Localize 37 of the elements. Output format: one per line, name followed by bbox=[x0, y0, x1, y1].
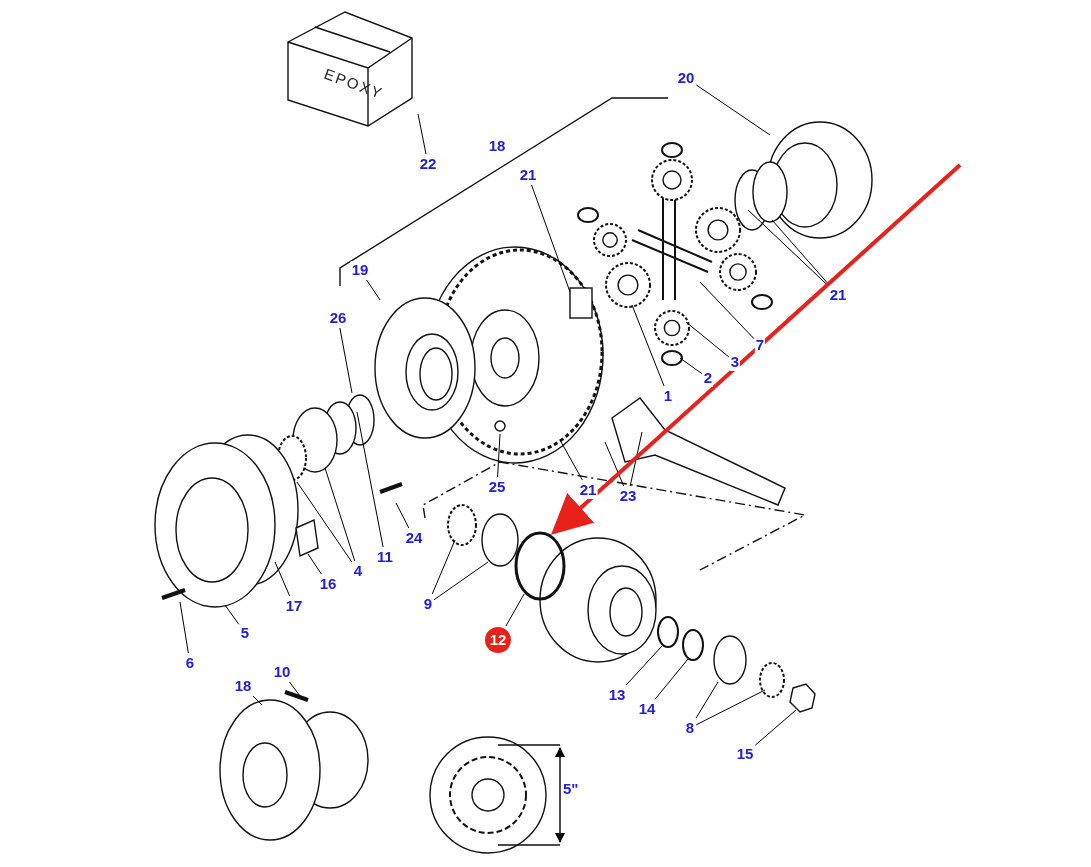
leader-line bbox=[531, 184, 571, 293]
leader-line bbox=[356, 411, 384, 548]
leader-line bbox=[274, 561, 291, 597]
leader-line bbox=[754, 709, 797, 746]
leader-line bbox=[604, 441, 625, 487]
leader-line bbox=[625, 645, 663, 686]
leader-line bbox=[307, 553, 322, 575]
leader-line bbox=[339, 327, 353, 394]
leader-line bbox=[224, 604, 240, 625]
leader-line bbox=[747, 209, 829, 286]
leader-line bbox=[654, 658, 689, 700]
leader-line bbox=[685, 321, 730, 358]
leader-line bbox=[695, 689, 766, 726]
leader-line bbox=[699, 281, 755, 339]
leader-line bbox=[695, 681, 719, 719]
leader-line bbox=[631, 304, 665, 387]
callout-number: 7 bbox=[754, 336, 766, 354]
leader-line bbox=[179, 601, 189, 654]
leader-line bbox=[695, 84, 771, 136]
leader-line bbox=[417, 113, 427, 155]
leader-line bbox=[252, 695, 263, 706]
leader-line bbox=[629, 431, 643, 487]
leader-line bbox=[433, 561, 489, 601]
leader-line bbox=[366, 279, 381, 301]
leader-line bbox=[324, 467, 356, 562]
leader-line bbox=[497, 433, 501, 478]
leader-line bbox=[289, 681, 301, 697]
leader-line bbox=[559, 439, 583, 481]
leader-line bbox=[505, 593, 525, 627]
pointer-arrow bbox=[551, 163, 962, 535]
dimension-value: 5" bbox=[563, 780, 579, 797]
leader-line bbox=[431, 539, 456, 595]
leader-line bbox=[395, 502, 410, 529]
leader-line bbox=[296, 481, 353, 563]
leader-line bbox=[679, 357, 703, 375]
callout-number: 12 bbox=[485, 627, 511, 653]
leader-line bbox=[771, 219, 830, 286]
